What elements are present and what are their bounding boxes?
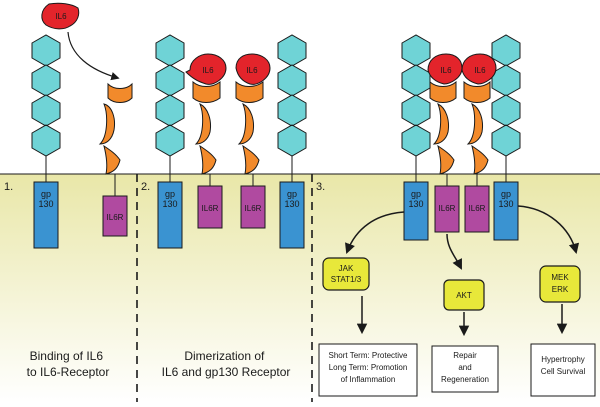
svg-text:and: and bbox=[458, 363, 471, 372]
svg-text:IL6R: IL6R bbox=[107, 213, 124, 222]
akt-box: AKT bbox=[443, 279, 485, 311]
svg-text:IL6R: IL6R bbox=[469, 204, 486, 213]
svg-text:AKT: AKT bbox=[456, 291, 472, 300]
svg-text:130: 130 bbox=[162, 199, 177, 209]
svg-text:IL6R: IL6R bbox=[202, 204, 219, 213]
mek-erk-box: MEK ERK bbox=[539, 265, 581, 303]
svg-text:IL6: IL6 bbox=[246, 66, 258, 75]
panel1-caption: Binding of IL6 to IL6-Receptor bbox=[27, 349, 110, 379]
il6r-receptor: IL6R bbox=[429, 80, 460, 233]
gp130-receptor: gp 130 bbox=[31, 34, 61, 249]
il6-ligand: IL6 bbox=[41, 2, 80, 30]
svg-text:130: 130 bbox=[498, 199, 513, 209]
gp130-receptor: gp 130 bbox=[155, 34, 185, 249]
gp130-receptor: gp 130 bbox=[491, 34, 521, 241]
akt-outcome-box: Repair and Regeneration bbox=[431, 345, 499, 393]
svg-text:ERK: ERK bbox=[552, 285, 569, 294]
il6-ligand: IL6 bbox=[427, 53, 463, 85]
panel-number-1: 1. bbox=[4, 181, 13, 193]
svg-text:STAT1/3: STAT1/3 bbox=[331, 275, 362, 284]
svg-text:130: 130 bbox=[408, 199, 423, 209]
gp130-receptor: gp 130 bbox=[277, 34, 307, 249]
svg-text:gp: gp bbox=[41, 189, 51, 199]
svg-text:gp: gp bbox=[287, 189, 297, 199]
panel-number-3: 3. bbox=[316, 181, 325, 193]
svg-text:Hypertrophy: Hypertrophy bbox=[541, 355, 585, 364]
svg-text:IL6: IL6 bbox=[440, 66, 452, 75]
jak-outcome-box: Short Term: Protective Long Term: Promot… bbox=[318, 343, 418, 397]
arrow-to-mek bbox=[517, 205, 580, 255]
svg-text:130: 130 bbox=[284, 199, 299, 209]
mek-outcome-box: Hypertrophy Cell Survival bbox=[530, 343, 596, 397]
svg-text:Repair: Repair bbox=[453, 351, 477, 360]
arrow-to-akt bbox=[446, 233, 462, 270]
il6-ligand: IL6 bbox=[185, 53, 227, 85]
il6r-receptor: IL6R bbox=[463, 80, 491, 233]
svg-text:Regeneration: Regeneration bbox=[441, 375, 489, 384]
svg-text:130: 130 bbox=[38, 199, 53, 209]
svg-text:IL6: IL6 bbox=[474, 66, 486, 75]
svg-text:IL6R: IL6R bbox=[439, 204, 456, 213]
il6r-receptor: IL6R bbox=[98, 82, 133, 237]
svg-text:of Inflammation: of Inflammation bbox=[341, 375, 396, 384]
il6-ligand: IL6 bbox=[461, 53, 497, 85]
svg-text:MEK: MEK bbox=[551, 273, 569, 282]
svg-text:JAK: JAK bbox=[339, 264, 354, 273]
svg-text:gp: gp bbox=[411, 189, 421, 199]
jak-stat-box: JAK STAT1/3 bbox=[322, 257, 370, 291]
svg-text:Cell Survival: Cell Survival bbox=[541, 367, 586, 376]
panel-number-2: 2. bbox=[141, 181, 150, 193]
gp130-receptor: gp 130 bbox=[401, 34, 431, 241]
il6-ligand: IL6 bbox=[235, 53, 271, 85]
svg-text:gp: gp bbox=[165, 189, 175, 199]
svg-text:gp: gp bbox=[501, 189, 511, 199]
il6r-receptor: IL6R bbox=[235, 80, 266, 229]
svg-text:IL6: IL6 bbox=[202, 66, 214, 75]
arrow-to-jak bbox=[345, 211, 405, 254]
panel2-caption: Dimerization of IL6 and gp130 Receptor bbox=[162, 349, 291, 379]
svg-text:Long Term: Promotion: Long Term: Promotion bbox=[329, 363, 408, 372]
svg-text:IL6R: IL6R bbox=[245, 204, 262, 213]
svg-text:Short Term: Protective: Short Term: Protective bbox=[329, 351, 409, 360]
svg-text:IL6: IL6 bbox=[55, 12, 67, 21]
binding-arrow bbox=[67, 31, 120, 81]
il6r-receptor: IL6R bbox=[192, 80, 223, 229]
